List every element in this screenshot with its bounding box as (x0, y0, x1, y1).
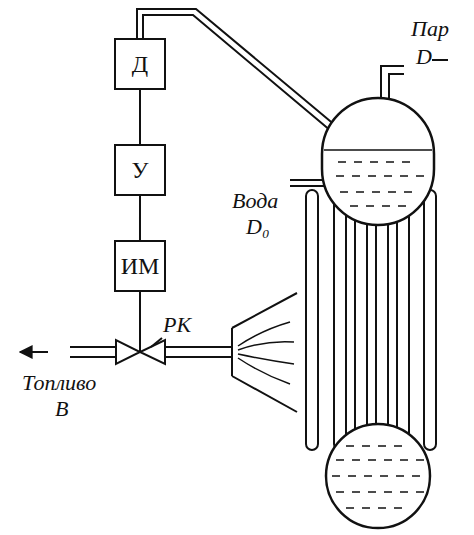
signal-line (139, 90, 141, 144)
water-dash (366, 205, 374, 207)
water-dash (394, 445, 402, 447)
water-dash (400, 491, 408, 493)
valve-label: РК (163, 314, 191, 336)
water-dash (402, 161, 410, 163)
water-label: Вода (232, 190, 278, 212)
steam-label: Пар (411, 18, 449, 40)
water-dash (352, 459, 360, 461)
fuel-pipe (165, 346, 232, 348)
water-level (324, 149, 432, 151)
water-dash (378, 445, 386, 447)
water-dash (336, 175, 344, 177)
block-label: Д (132, 52, 148, 76)
water-dash (372, 191, 380, 193)
water-dash (352, 491, 360, 493)
water-dash (350, 205, 358, 207)
water-dash (412, 475, 420, 477)
water-dash (338, 161, 346, 163)
water-dash (400, 175, 408, 177)
water-dash (368, 175, 376, 177)
upper-drum (322, 98, 434, 225)
water-dash (416, 175, 424, 177)
water-pipe (290, 185, 324, 187)
lower-drum (326, 424, 430, 528)
leader-line (151, 338, 162, 347)
fuel-pipe (165, 356, 232, 358)
water-dash (380, 475, 388, 477)
flame (238, 342, 294, 350)
water-dash (396, 475, 404, 477)
water-dash (364, 475, 372, 477)
water-dash (416, 459, 424, 461)
water-dash (336, 491, 344, 493)
boiler-tube (397, 190, 409, 450)
water-dash (368, 459, 376, 461)
water-dash (348, 475, 356, 477)
water-dash (332, 475, 340, 477)
block-label: ИМ (121, 254, 160, 278)
boiler-tube (424, 190, 436, 450)
control-valve (116, 340, 140, 364)
fuel-pipe (70, 346, 116, 348)
control-valve (140, 340, 165, 364)
water-dash (404, 191, 412, 193)
water-dash (340, 191, 348, 193)
boiler-tube (355, 190, 367, 450)
impulse-pipe (143, 15, 331, 131)
fuel-arrow (20, 351, 48, 353)
water-dash (352, 175, 360, 177)
flow-symbol: D₀ (246, 216, 270, 238)
flame (238, 358, 290, 384)
water-dash (394, 507, 402, 509)
block-label: У (132, 158, 149, 182)
boiler-tube (306, 190, 318, 450)
water-dash (346, 507, 354, 509)
water-dash (384, 459, 392, 461)
fuel-pipe (70, 356, 116, 358)
water-dash (384, 491, 392, 493)
water-dash (400, 459, 408, 461)
block-box: У (114, 144, 166, 196)
flow-symbol: B (55, 398, 68, 420)
water-dash (382, 205, 390, 207)
flow-symbol: D (416, 46, 432, 68)
water-dash (416, 491, 424, 493)
fuel-label: Топливо (22, 372, 96, 394)
water-dash (388, 191, 396, 193)
water-dash (378, 507, 386, 509)
steam-arrow (432, 59, 448, 61)
valve-stem (139, 292, 141, 352)
water-dash (384, 175, 392, 177)
boiler-tube (334, 190, 346, 450)
impulse-pipe (137, 9, 336, 126)
water-dash (398, 205, 406, 207)
block-box: Д (114, 38, 166, 90)
water-dash (336, 459, 344, 461)
water-pipe (290, 179, 324, 181)
burner (232, 293, 297, 412)
water-dash (368, 491, 376, 493)
water-dash (386, 161, 394, 163)
signal-line (139, 196, 141, 240)
water-dash (362, 507, 370, 509)
water-dash (362, 445, 370, 447)
water-dash (370, 161, 378, 163)
water-dash (346, 445, 354, 447)
steam-pipe (389, 74, 404, 100)
boiler-tube (376, 190, 388, 450)
steam-pipe (381, 66, 404, 100)
water-dash (354, 161, 362, 163)
water-dash (356, 191, 364, 193)
block-box: ИМ (114, 240, 167, 292)
